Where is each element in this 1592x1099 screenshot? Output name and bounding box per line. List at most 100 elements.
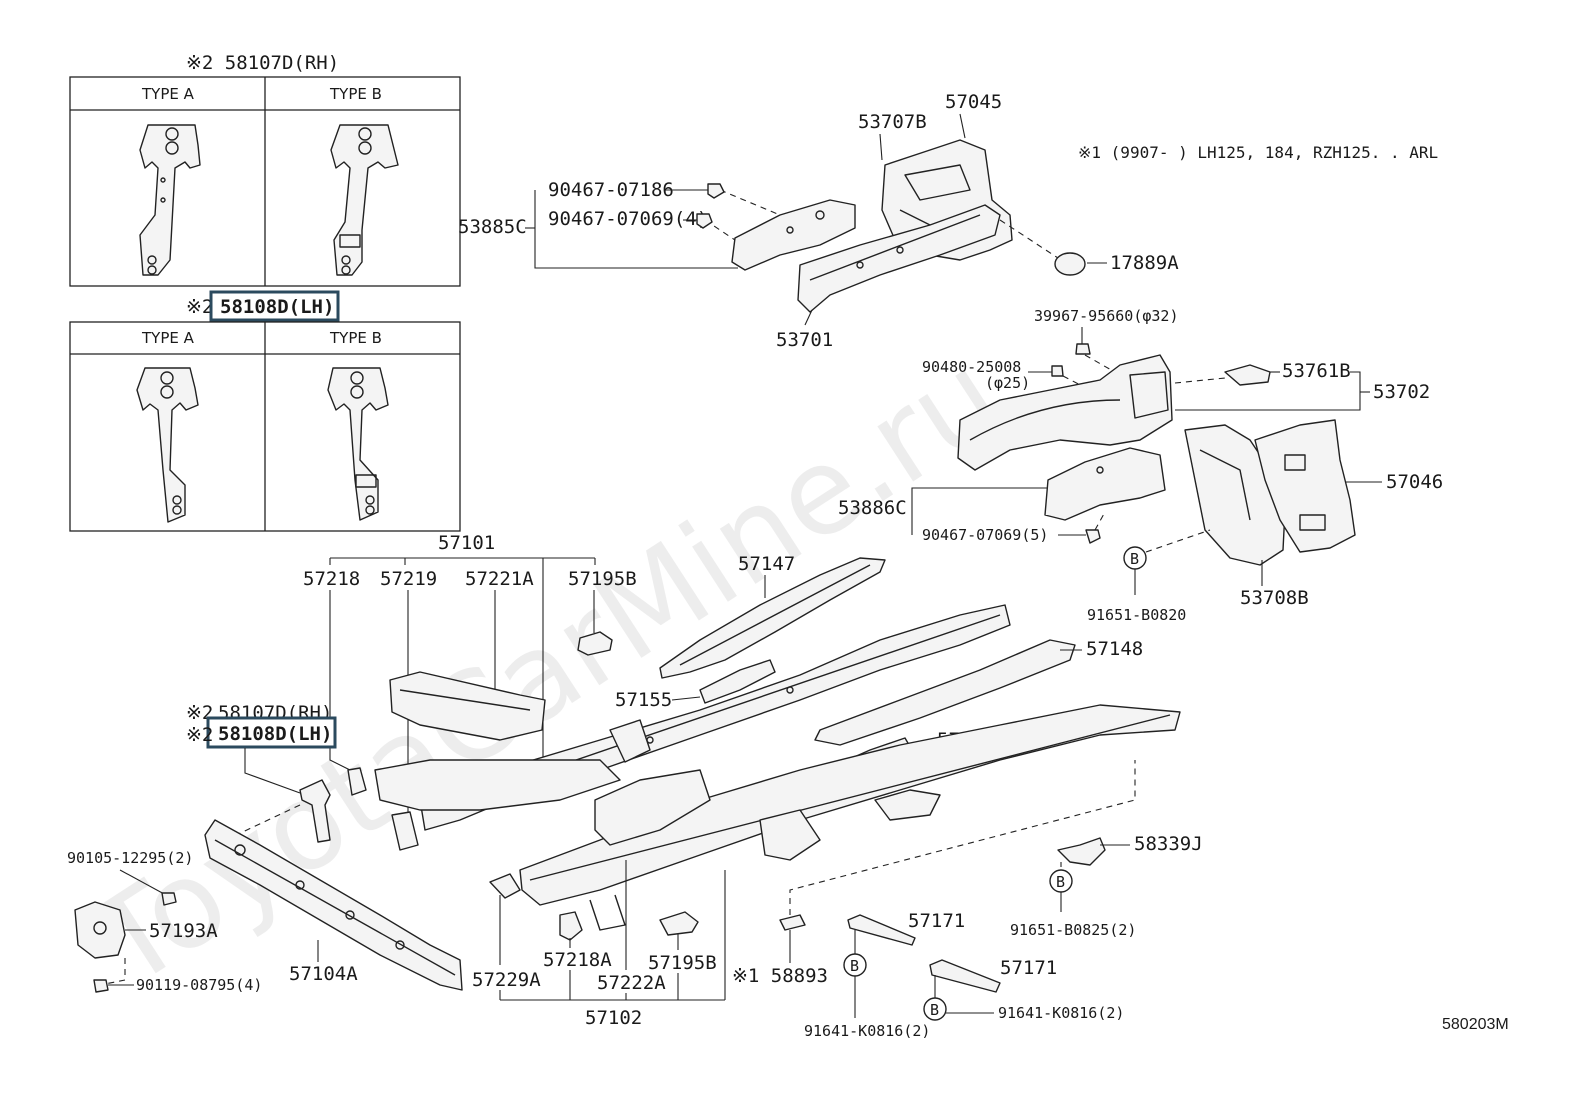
label-53885c: 53885C	[458, 216, 527, 238]
bracket-58108d	[299, 779, 331, 843]
bracket-lh-type-a	[136, 367, 199, 523]
footnote: ※1 (9907- ) LH125, 184, RZH125. . ARL	[1078, 143, 1438, 162]
label-57045: 57045	[945, 91, 1002, 113]
bolt-90105	[161, 892, 177, 906]
label-57195b-bottom: 57195B	[648, 952, 717, 974]
plug-17889a	[1054, 252, 1086, 276]
label-53707b: 53707B	[858, 111, 927, 133]
bracket-rh-type-b	[330, 124, 399, 276]
label-53886c: 53886C	[838, 497, 907, 519]
bracket-57229a	[489, 873, 521, 899]
label-91641-k0816-a: 91641-K0816(2)	[804, 1022, 930, 1040]
highlight-box-inset	[209, 290, 340, 322]
label-57229a: 57229A	[472, 969, 541, 991]
label-57147: 57147	[738, 553, 795, 575]
clip-90467-07069-5	[1085, 529, 1101, 544]
inset-lh-type-b: TYPE B	[329, 329, 382, 347]
plate-center	[594, 719, 941, 861]
label-91651-b0820: 91651-B0820	[1087, 606, 1186, 624]
label-57171-a: 57171	[908, 910, 965, 932]
label-57102: 57102	[585, 1007, 642, 1029]
apron-57046	[1254, 419, 1356, 553]
absorber-57193a	[74, 901, 126, 959]
marker-b-1-text: B	[1130, 550, 1139, 568]
clip-90467-07069	[696, 213, 713, 229]
label-58893: ※1 58893	[732, 965, 828, 987]
rail-53701	[797, 204, 1001, 313]
label-58108d-lh-mark: ※2	[186, 724, 213, 746]
label-90467-07069-4: 90467-07069(4)	[548, 208, 708, 230]
label-57195b-top: 57195B	[568, 568, 637, 590]
label-90467-07186: 90467-07186	[548, 179, 674, 201]
label-53702: 53702	[1373, 381, 1430, 403]
reinforcement-53886c	[1044, 447, 1166, 521]
marker-b-3-text: B	[850, 957, 859, 975]
member-57147	[659, 557, 886, 679]
label-58108d-lh: 58108D(LH)	[218, 723, 332, 745]
bumper-reinforcement-57104a	[204, 819, 463, 991]
plug-90480	[1051, 365, 1064, 377]
label-57219: 57219	[380, 568, 437, 590]
watermark: ToyotaCarMine.ru	[69, 327, 1025, 1015]
inset-lh: ※2 58108D(LH) TYPE A TYPE B	[69, 290, 461, 532]
bracket-57219	[391, 811, 419, 851]
label-39967: 39967-95660(φ32)	[1034, 307, 1179, 325]
label-90480-sub: (φ25)	[985, 374, 1030, 392]
label-57171-b: 57171	[1000, 957, 1057, 979]
inset-lh-type-a: TYPE A	[141, 329, 195, 347]
inset-rh: ※2 58107D(RH) TYPE A TYPE B	[69, 52, 461, 287]
label-57148: 57148	[1086, 638, 1143, 660]
marker-b-4-text: B	[930, 1001, 939, 1019]
label-17889a: 17889A	[1110, 252, 1179, 274]
label-90467-07069-5: 90467-07069(5)	[922, 526, 1048, 544]
label-90105: 90105-12295(2)	[67, 849, 193, 867]
label-57218a: 57218A	[543, 949, 612, 971]
clip-90467-07186	[707, 183, 725, 199]
label-91641-k0816-b: 91641-K0816(2)	[998, 1004, 1124, 1022]
inset-rh-type-b: TYPE B	[329, 85, 382, 103]
label-57193a: 57193A	[149, 920, 218, 942]
label-57046: 57046	[1386, 471, 1443, 493]
extension-inner	[374, 759, 621, 811]
label-58339j: 58339J	[1134, 833, 1203, 855]
bracket-57218a	[559, 911, 583, 941]
plate-58893	[779, 914, 806, 931]
reinforcement-53885c	[731, 199, 856, 271]
inset-lh-title-mark: ※2	[186, 296, 213, 318]
diagram-code: 580203M	[1442, 1016, 1509, 1033]
label-57221a: 57221A	[465, 568, 534, 590]
bolt-90119	[93, 979, 109, 993]
member-57148	[814, 639, 1076, 746]
label-57101: 57101	[438, 532, 495, 554]
member-57155	[699, 659, 776, 704]
inset-rh-type-a: TYPE A	[141, 85, 195, 103]
wheelhouse-53702	[957, 354, 1173, 471]
label-53761b: 53761B	[1282, 360, 1351, 382]
label-57155: 57155	[615, 689, 672, 711]
bracket-rh-type-a	[139, 124, 201, 276]
brace-57171-b	[929, 959, 1001, 993]
label-90119: 90119-08795(4)	[136, 976, 262, 994]
highlight-box-main	[206, 716, 337, 749]
pad-57195b-bottom	[659, 911, 699, 936]
side-member-lower	[519, 704, 1181, 931]
label-57222a: 57222A	[597, 972, 666, 994]
label-53708b: 53708B	[1240, 587, 1309, 609]
bracket-53761b	[1224, 364, 1271, 386]
inset-rh-title: ※2 58107D(RH)	[186, 52, 339, 74]
marker-b-2-text: B	[1056, 873, 1065, 891]
bracket-57218	[347, 767, 367, 796]
inset-lh-title: 58108D(LH)	[220, 296, 334, 318]
pad-57195b-top	[577, 631, 613, 656]
label-57104a: 57104A	[289, 963, 358, 985]
bracket-58339j	[1057, 837, 1106, 866]
label-57218: 57218	[303, 568, 360, 590]
label-90480: 90480-25008	[922, 358, 1021, 376]
bracket-lh-type-b	[327, 367, 389, 521]
label-53701: 53701	[776, 329, 833, 351]
brace-57171-a	[847, 914, 916, 946]
plug-39967	[1075, 343, 1091, 355]
label-91651-b0825: 91651-B0825(2)	[1010, 921, 1136, 939]
crossmember-57221a	[389, 671, 546, 741]
